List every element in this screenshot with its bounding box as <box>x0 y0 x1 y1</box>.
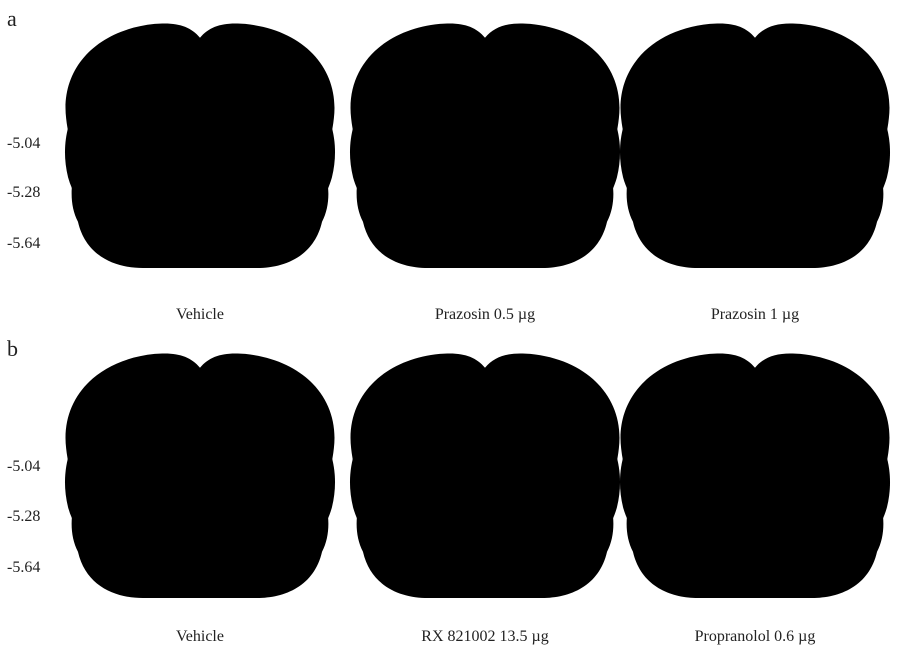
panel-letter-b: b <box>7 336 18 362</box>
panel-letter-a: a <box>7 6 17 32</box>
level-label-b-3: -5.64 <box>7 559 57 577</box>
brain-section-diagram-b-3 <box>613 350 897 600</box>
caption-a-3: Prazosin 1 µg <box>625 306 885 324</box>
brain-section-diagram-b-1 <box>58 350 342 600</box>
brain-section-diagram-a-3 <box>613 20 897 270</box>
brain-section-diagram-a-2 <box>343 20 627 270</box>
level-label-b-2: -5.28 <box>7 508 57 526</box>
caption-b-3: Propranolol 0.6 µg <box>625 628 885 646</box>
caption-a-1: Vehicle <box>70 306 330 324</box>
brain-section-diagram-b-2 <box>343 350 627 600</box>
level-label-b-1: -5.04 <box>7 458 57 476</box>
level-label-a-3: -5.64 <box>7 235 57 253</box>
caption-b-1: Vehicle <box>70 628 330 646</box>
brain-section-diagram-a-1 <box>58 20 342 270</box>
caption-a-2: Prazosin 0.5 µg <box>355 306 615 324</box>
level-label-a-1: -5.04 <box>7 135 57 153</box>
level-label-a-2: -5.28 <box>7 184 57 202</box>
caption-b-2: RX 821002 13.5 µg <box>355 628 615 646</box>
